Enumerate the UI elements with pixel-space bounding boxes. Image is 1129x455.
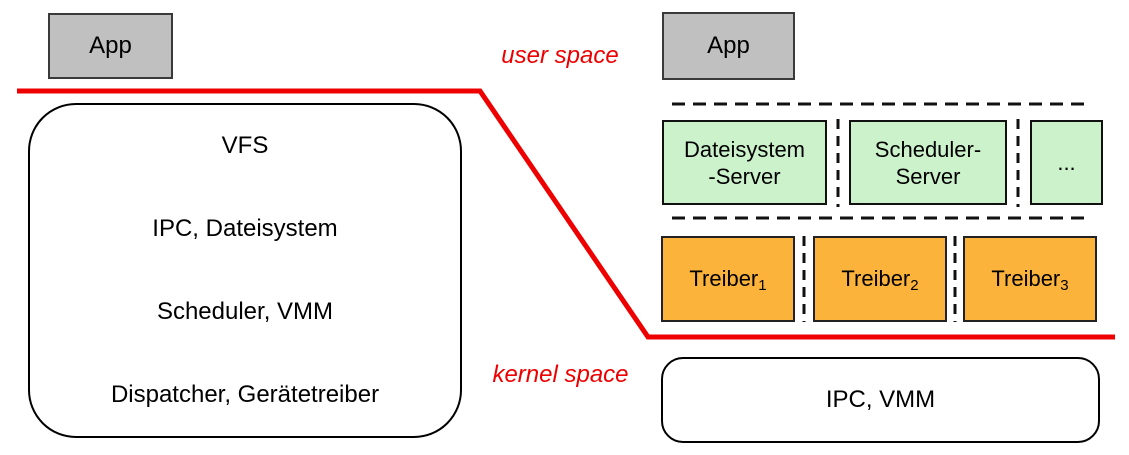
- user-space-label: user space: [501, 42, 619, 69]
- kernel-layer-vfs-label: VFS: [221, 132, 269, 160]
- kernel-layer-dispatcher-geraetetreiber-label: Dispatcher, Gerätetreiber: [110, 380, 380, 408]
- kernel-layer-ipc-dateisystem: IPC, Dateisystem: [30, 188, 460, 271]
- monolithic-app-label: App: [89, 32, 132, 59]
- treiber-3-label: Treiber3: [991, 266, 1069, 294]
- scheduler-server-label: Scheduler- Server: [874, 136, 982, 189]
- scheduler-server-box: Scheduler- Server: [849, 120, 1007, 205]
- treiber-3-box: Treiber3: [963, 236, 1097, 322]
- kernel-layer-scheduler-vmm-label: Scheduler, VMM: [156, 297, 334, 325]
- microkernel-app-box: App: [662, 12, 795, 80]
- microkernel-kernel-box: IPC, VMM: [661, 357, 1100, 443]
- microkernel-kernel-label: IPC, VMM: [825, 386, 936, 413]
- kernel-layer-vfs: VFS: [30, 105, 460, 188]
- microkernel-app-label: App: [707, 32, 750, 59]
- treiber-1-box: Treiber1: [661, 236, 795, 322]
- kernel-layer-dispatcher-geraetetreiber: Dispatcher, Gerätetreiber: [30, 353, 460, 436]
- monolithic-app-box: App: [48, 13, 173, 79]
- dateisystem-server-box: Dateisystem -Server: [662, 120, 827, 205]
- other-servers-box: ...: [1030, 120, 1103, 205]
- monolithic-kernel-box: VFS IPC, Dateisystem Scheduler, VMM Disp…: [28, 103, 462, 438]
- kernel-layer-scheduler-vmm: Scheduler, VMM: [30, 271, 460, 354]
- other-servers-label: ...: [1057, 150, 1076, 175]
- kernel-layer-ipc-dateisystem-label: IPC, Dateisystem: [152, 215, 338, 243]
- dateisystem-server-label: Dateisystem -Server: [683, 136, 806, 189]
- kernel-space-label: kernel space: [492, 361, 629, 388]
- treiber-1-label: Treiber1: [689, 266, 767, 294]
- treiber-2-box: Treiber2: [813, 236, 947, 322]
- treiber-2-label: Treiber2: [841, 266, 919, 294]
